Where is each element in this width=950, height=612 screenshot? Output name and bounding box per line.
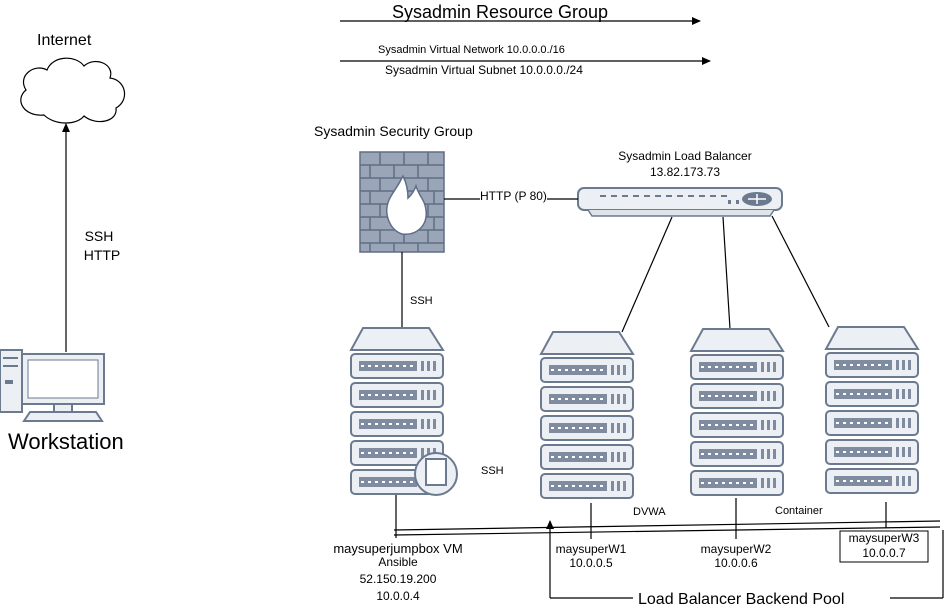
jumpbox-public-ip: 52.150.19.200 [359,572,437,586]
connection-lines [393,198,944,599]
workstation-label: Workstation [8,429,124,454]
workstation-icon [0,349,105,422]
workstation-link-label-ssh: SSH [84,228,114,244]
resource-group-label: Sysadmin Resource Group [391,2,609,22]
load-balancer-ip: 13.82.173.73 [649,165,721,179]
load-balancer-name: Sysadmin Load Balancer [618,149,752,163]
internet-cloud-icon [20,57,126,124]
jumpbox-private-ip: 10.0.0.4 [376,589,420,603]
jumpbox-role: Ansible [378,555,418,569]
w1-ip: 10.0.0.5 [569,556,613,570]
load-balancer-icon [577,187,783,217]
ssh-label-firewall: SSH [410,295,433,307]
ansible-container-icon [414,452,458,496]
http-link-label: HTTP (P 80) [480,189,547,204]
dvwa-label: DVWA [633,506,666,518]
workstation-link-label-http: HTTP [83,247,121,263]
w3-server-icon [825,326,919,494]
w2-server-icon [690,328,784,496]
jumpbox-name: maysuperjumpbox VM [333,541,463,556]
internet-label: Internet [37,32,92,49]
w3-name: maysuperW3 [848,531,920,545]
firewall-icon [359,151,445,253]
w3-label-box [839,530,929,563]
w1-server-icon [540,331,634,499]
w2-ip: 10.0.0.6 [714,556,758,570]
container-label: Container [775,505,823,517]
security-group-label: Sysadmin Security Group [314,123,473,139]
w3-ip: 10.0.0.7 [862,546,906,560]
w1-name: maysuperW1 [555,542,627,556]
ssh-label-jumpbox: SSH [481,465,504,477]
virtual-network-label: Sysadmin Virtual Network 10.0.0.0./16 [378,44,565,56]
backend-pool-label: Load Balancer Backend Pool [638,591,845,608]
virtual-subnet-label: Sysadmin Virtual Subnet 10.0.0.0./24 [385,63,583,77]
w2-name: maysuperW2 [700,542,772,556]
